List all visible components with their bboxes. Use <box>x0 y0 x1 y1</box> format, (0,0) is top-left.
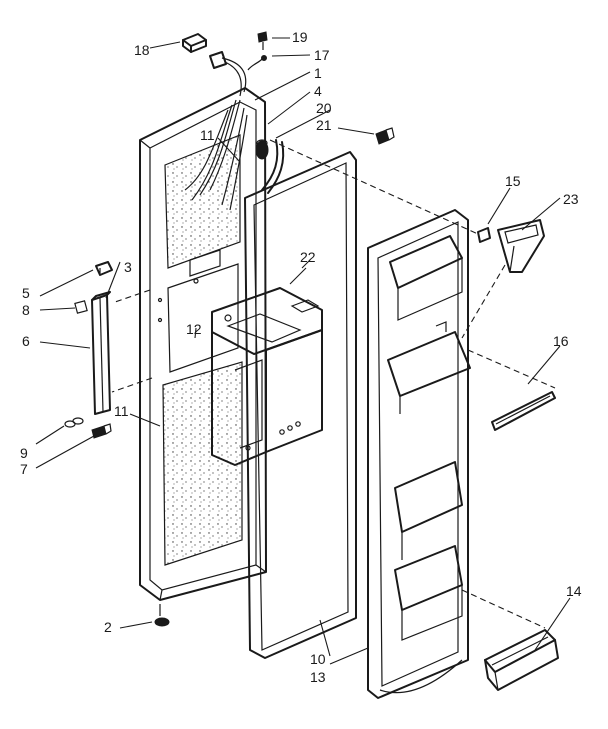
callout-22: 22 <box>300 249 316 265</box>
screw-19 <box>257 31 268 50</box>
callout-12: 12 <box>186 321 202 337</box>
callout-13: 13 <box>310 669 326 685</box>
hinge-cap-2 <box>154 604 170 627</box>
cap-18 <box>182 33 207 53</box>
screw-21 <box>375 127 395 145</box>
clip-8 <box>74 300 88 314</box>
leader-lines <box>35 37 571 665</box>
clip-15 <box>477 227 491 243</box>
insulation-lower <box>162 361 243 566</box>
callout-1: 1 <box>314 65 322 81</box>
callout-16: 16 <box>553 333 569 349</box>
callout-17: 17 <box>314 47 330 63</box>
tube-20 <box>261 139 285 194</box>
callout-14: 14 <box>566 583 582 599</box>
callout-2: 2 <box>104 619 112 635</box>
wire-connector <box>209 51 247 97</box>
callouts: 18 19 17 1 4 20 21 11 15 23 22 3 5 8 12 … <box>20 29 582 685</box>
callout-7: 7 <box>20 461 28 477</box>
door-gasket <box>244 151 357 659</box>
door-recess-plate <box>157 249 239 373</box>
callout-18: 18 <box>134 42 150 58</box>
dispenser-bin-23 <box>461 219 545 339</box>
tube-17 <box>247 55 267 71</box>
callout-6: 6 <box>22 333 30 349</box>
spring-9 <box>64 417 84 428</box>
trim-strip-16 <box>467 349 556 431</box>
callout-15: 15 <box>505 173 521 189</box>
bumper-5 <box>95 261 113 276</box>
callout-21: 21 <box>316 117 332 133</box>
screw-7 <box>91 423 112 439</box>
dispenser-housing <box>211 287 323 466</box>
callout-19: 19 <box>292 29 308 45</box>
callout-11-upper: 11 <box>200 127 215 143</box>
callout-20: 20 <box>316 100 332 116</box>
callout-23: 23 <box>563 191 579 207</box>
inner-door-liner <box>367 209 471 699</box>
callout-9: 9 <box>20 445 28 461</box>
drip-tray-14 <box>461 589 559 691</box>
callout-3: 3 <box>124 259 132 275</box>
callout-10: 10 <box>310 651 326 667</box>
callout-11-lower: 11 <box>114 403 129 419</box>
callout-8: 8 <box>22 302 30 318</box>
alignment-dash-15 <box>269 139 479 235</box>
wire-harness <box>184 99 248 211</box>
trim-bracket <box>91 291 111 415</box>
insulation-upper <box>164 134 241 269</box>
callout-4: 4 <box>314 83 322 99</box>
fitting-4 <box>255 139 269 160</box>
mounting-dash-lines <box>111 289 153 393</box>
callout-5: 5 <box>22 285 30 301</box>
